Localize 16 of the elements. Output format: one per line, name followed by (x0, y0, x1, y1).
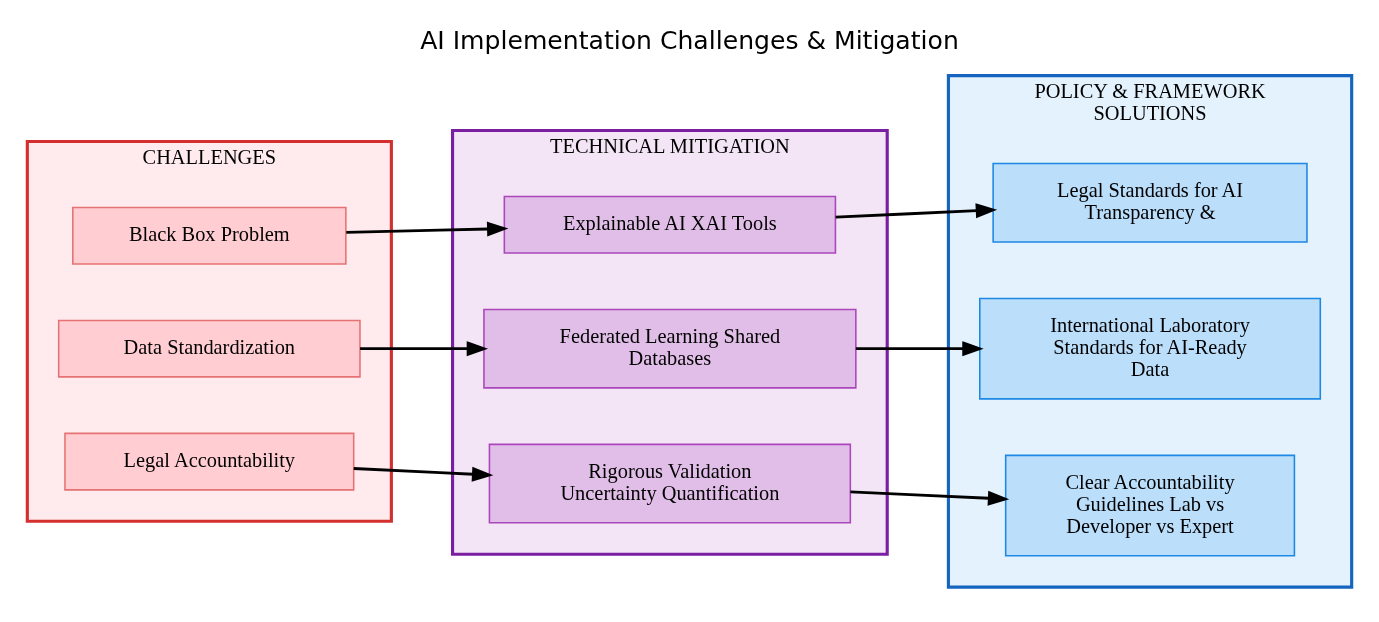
node-box: Black Box Problem (72, 206, 347, 265)
node-box: International Laboratory Standards for AI-Ready Data (979, 297, 1322, 400)
node-box: Legal Accountability (64, 432, 355, 491)
node-box: Federated Learning Shared Databases (483, 308, 857, 389)
arrow (346, 221, 509, 237)
arrow (353, 466, 494, 482)
node-box: Rigorous Validation Uncertainty Quantification (488, 443, 852, 524)
arrow (835, 203, 998, 219)
arrow (855, 341, 984, 357)
node-box: Legal Standards for AI Transparency & (992, 162, 1308, 243)
node-box: Clear Accountability Guidelines Lab vs Developer vs Expert (1004, 454, 1296, 557)
diagram-title: AI Implementation Challenges & Mitigation (420, 25, 959, 55)
node-box: Explainable AI XAI Tools (503, 195, 837, 254)
arrow (360, 341, 489, 357)
node-box: Data Standardization (57, 319, 361, 378)
arrow (850, 490, 1010, 506)
